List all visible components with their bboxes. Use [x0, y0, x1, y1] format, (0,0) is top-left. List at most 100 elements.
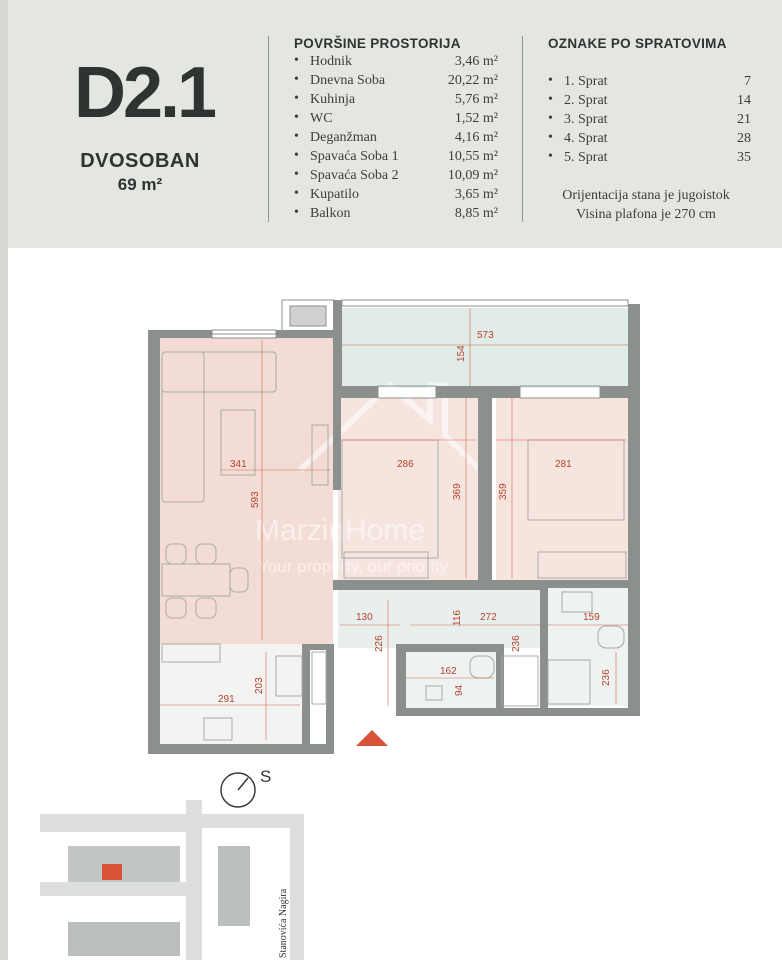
toilet-bath [597, 625, 625, 649]
dimension-lines [160, 308, 628, 740]
window-bed1 [377, 385, 437, 399]
bullet: • [294, 110, 299, 125]
bullet: • [548, 92, 553, 107]
dim-label: 369 [452, 483, 463, 500]
dim-label: 236 [601, 669, 612, 686]
building-block [68, 922, 180, 956]
chair [165, 597, 187, 619]
wall-right [628, 304, 640, 716]
wardrobe-2 [537, 551, 627, 579]
floor-name: 5. Sprat [564, 150, 608, 165]
dim-label: 94 [454, 684, 465, 696]
furniture [161, 351, 627, 741]
ac-unit-inner [289, 305, 327, 327]
bedroom-1 [338, 398, 490, 580]
street [186, 800, 202, 960]
room-name: Balkon [310, 206, 351, 221]
room-area: 10,09 m² [447, 168, 498, 183]
tv-unit [311, 424, 329, 486]
street [290, 814, 304, 960]
wall-balcony-left [333, 300, 342, 390]
room-name: Kupatilo [310, 187, 359, 202]
dim-label: 272 [480, 612, 497, 623]
walls [148, 300, 640, 754]
bullet: • [294, 91, 299, 106]
bullet: • [294, 167, 299, 182]
fridge [311, 651, 327, 705]
balcony [342, 308, 628, 388]
washbasin [561, 591, 593, 613]
wall-bath-top [548, 580, 640, 588]
compass-needle-icon [237, 777, 249, 791]
wall-wc-right [496, 644, 504, 716]
ac-unit [281, 299, 335, 333]
wall-left [148, 330, 160, 754]
dim-label: 281 [555, 459, 572, 470]
watermark-house-icon [297, 380, 483, 473]
room-row: • Spavaća Soba 2 10,09 m² [294, 167, 498, 186]
dim-label: 116 [452, 610, 463, 626]
dim-label: 154 [456, 345, 467, 362]
wardrobe-hall [501, 655, 539, 707]
kitchen [160, 644, 302, 744]
floor-code: 14 [737, 93, 751, 108]
divider-2 [522, 36, 523, 222]
bullet: • [548, 111, 553, 126]
bullet: • [548, 73, 553, 88]
wall-top-mid [276, 330, 340, 338]
dim-label: 236 [511, 635, 522, 652]
bathroom [548, 588, 628, 706]
unit-code: D2.1 [74, 53, 217, 133]
street [40, 814, 202, 832]
wall-bath-left [540, 588, 548, 716]
street-name: Stanovića Nagira [278, 888, 289, 958]
room-name: WC [310, 111, 333, 126]
wc-sink [425, 685, 443, 701]
room-name: Spavaća Soba 1 [310, 149, 399, 164]
entrance-arrow-icon [356, 730, 388, 746]
sink [203, 717, 233, 741]
header-panel [8, 0, 782, 248]
room-name: Deganžman [310, 130, 377, 145]
dim-label: 159 [583, 612, 600, 623]
wall-kitchen-right [302, 644, 310, 754]
room-name: Spavaća Soba 2 [310, 168, 399, 183]
floor-code: 7 [744, 74, 751, 89]
building-block [68, 846, 180, 882]
floors-title: OZNAKE PO SPRATOVIMA [548, 36, 727, 51]
kitchen-counter [161, 643, 221, 663]
room-area: 4,16 m² [454, 130, 498, 145]
chair [229, 567, 249, 593]
bullet: • [294, 72, 299, 87]
chair [165, 543, 187, 565]
coffee-table [220, 409, 256, 476]
room-name: Dnevna Soba [310, 73, 386, 88]
room-fills [160, 308, 628, 744]
dim-label: 203 [254, 677, 265, 694]
bullet: • [294, 53, 299, 68]
dim-label: 341 [230, 459, 247, 470]
wall-bottom-left [148, 744, 330, 754]
watermark: MarzinHome Your property, our priority [255, 380, 483, 576]
room-area: 3,46 m² [454, 54, 498, 69]
bullet: • [294, 186, 299, 201]
unit-area: 69 m² [117, 175, 163, 194]
wardrobe-1 [343, 551, 429, 579]
stove [275, 655, 303, 697]
wall-wc-top [400, 644, 500, 652]
chair [195, 597, 217, 619]
bullet: • [294, 129, 299, 144]
wall-bottom-right [396, 708, 640, 716]
floor-plan: MarzinHome Your property, our priority [40, 299, 640, 960]
floor-code: 35 [737, 150, 751, 165]
dim-label: 286 [397, 459, 414, 470]
